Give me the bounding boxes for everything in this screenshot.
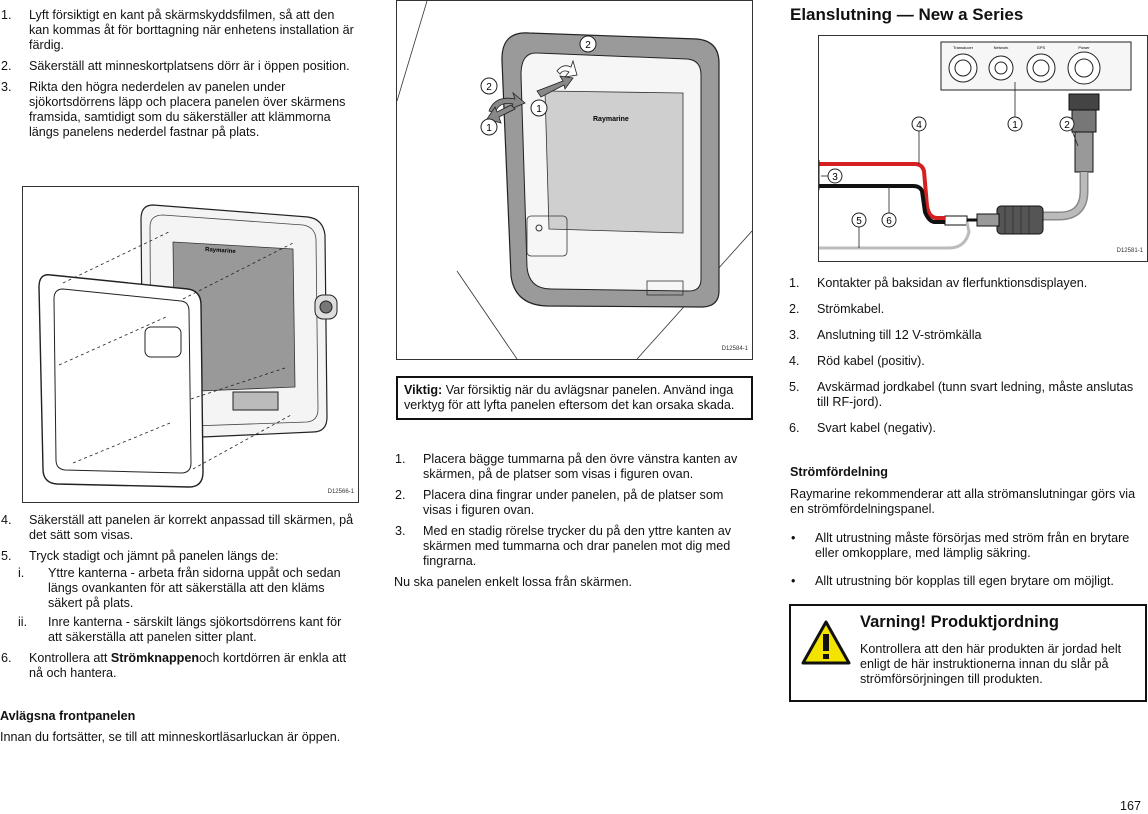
callout-label: 1 [486,123,492,134]
list-item: 3.Med en stadig rörelse trycker du på de… [395,524,732,568]
svg-text:Raymarine: Raymarine [205,247,237,255]
sub-list-item: ii.Inre kanterna - särskilt längs sjökor… [18,615,342,644]
list-item: 3.Anslutning till 12 V-strömkälla [789,328,982,342]
figure-id: D12581-1 [1116,248,1143,254]
bezel-fitting-illustration: Raymarine [38,204,338,488]
callout-label: 2 [585,40,591,51]
paragraph: Raymarine rekommenderar att alla ströman… [790,487,1136,516]
list-item: 6.Kontrollera att Strömknappenoch kortdö… [1,651,347,680]
bullet-item: •Allt utrustning bör kopplas till egen b… [791,574,1114,588]
warning-box: Varning! Produktjordning Kontrollera att… [789,604,1147,702]
section-title: Elanslutning — New a Series [790,5,1024,24]
warning-title: Varning! Produktjordning [860,613,1059,631]
list-item: 4.Röd kabel (positiv). [789,354,925,368]
page-number: 167 [1120,799,1142,813]
callout-label: 5 [856,216,862,227]
connector-label: Transducer [953,45,974,50]
connector-label: Power [1078,45,1090,50]
list-item: 5.Avskärmad jordkabel (tunn svart lednin… [789,380,1134,409]
bullet-item: •Allt utrustning måste försörjas med str… [791,531,1130,560]
callout-label: 1 [1012,120,1018,131]
callout-label: 6 [886,216,892,227]
list-item: 1.Lyft försiktigt en kant på skärmskydds… [1,8,354,52]
list-item: 2.Strömkabel. [789,302,885,316]
bezel-removal-illustration: Raymarine 1 1 2 2 [396,0,753,360]
bezel-fitting-figure: Raymarine D12566-1 [22,186,359,503]
connector-label: Network [994,45,1009,50]
list-item: 2.Placera dina fingrar under panelen, på… [395,488,724,517]
important-note: Viktig: Var försiktig när du avlägsnar p… [396,376,753,420]
callout-label: 3 [832,172,838,183]
note-text: Var försiktig när du avlägsnar panelen. … [404,383,735,412]
list-item: 1.Placera bägge tummarna på den övre vän… [395,452,738,481]
list-item: 5.Tryck stadigt och jämnt på panelen län… [1,549,279,563]
paragraph: Nu ska panelen enkelt lossa från skärmen… [394,575,633,589]
list-item: 3.Rikta den högra nederdelen av panelen … [1,80,346,139]
subsection-heading: Strömfördelning [790,465,888,479]
list-item: 4.Säkerställ att panelen är korrekt anpa… [1,513,354,542]
list-item: 2.Säkerställ att minneskortplatsens dörr… [1,59,350,73]
power-connection-figure: Transducer Network GPS Power [818,35,1148,262]
power-connection-diagram: Transducer Network GPS Power [818,41,1132,250]
callout-label: 2 [1064,120,1070,131]
sub-list-item: i.Yttre kanterna - arbeta från sidorna u… [18,566,341,610]
figure-id: D12566-1 [327,489,354,495]
section-heading: Avlägsna frontpanelen [0,709,136,723]
callout-label: 2 [486,82,492,93]
list-item: 1.Kontakter på baksidan av flerfunktions… [789,276,1088,290]
callout-label: 4 [916,120,922,131]
bezel-removal-figure: Raymarine 1 1 2 2 D12584-1 [396,0,753,360]
note-label: Viktig: [404,383,443,397]
brand-label: Raymarine [593,116,629,123]
paragraph: Innan du fortsätter, se till att minnesk… [0,730,341,744]
figure-id: D12584-1 [721,346,748,352]
list-item: 6.Svart kabel (negativ). [789,421,936,435]
warning-triangle-icon [801,620,851,665]
callout-label: 1 [536,104,542,115]
connector-label: GPS [1037,45,1046,50]
warning-text: Kontrollera att den här produkten är jor… [860,642,1122,686]
